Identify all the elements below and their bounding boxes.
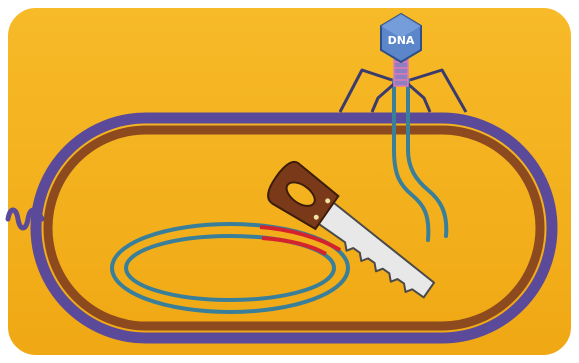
phage-dna-label: DNA — [388, 34, 415, 47]
